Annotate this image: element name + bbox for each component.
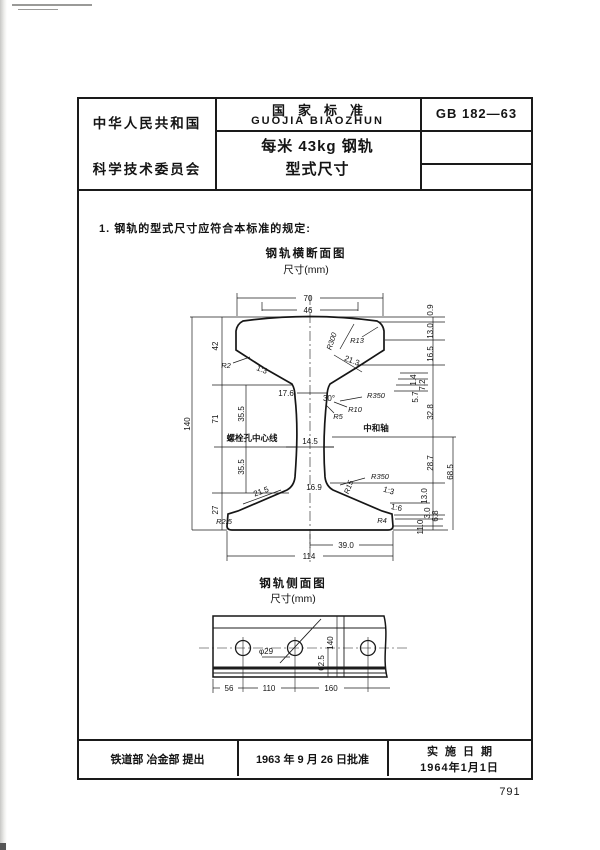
radius-label-r13: R13 xyxy=(350,336,365,345)
dim-label-7-2: 7.2 xyxy=(418,379,427,391)
cross-section-labels: 70 46 0.9 R300 R13 13.0 42 16.5 R2 1:3 2… xyxy=(183,294,455,561)
dim-label-27: 27 xyxy=(211,505,220,514)
side-view-labels: φ29 62.5 140 56 110 160 xyxy=(225,636,339,693)
footer-implementation-label: 实施日期 xyxy=(427,746,499,758)
dim-label-35-5-lower: 35.5 xyxy=(237,459,246,475)
header-divider xyxy=(420,163,531,165)
dim-label-39-0: 39.0 xyxy=(338,541,354,550)
radius-label-r4: R4 xyxy=(377,516,387,525)
standard-subject-line1: 每米 43kg 钢轨 xyxy=(261,138,374,155)
dim-label-70: 70 xyxy=(304,294,313,303)
scan-artifact-line xyxy=(18,9,58,10)
dim-label-13-0b: 13.0 xyxy=(420,488,429,504)
side-view-diagram: φ29 62.5 140 56 110 160 xyxy=(199,615,407,693)
standard-label-cn: 国家标准 xyxy=(271,103,376,118)
dim-label-140: 140 xyxy=(183,417,192,431)
clause-1-text: 1. 钢轨的型式尺寸应符合本标准的规定: xyxy=(99,223,311,235)
bolt-hole xyxy=(286,639,304,657)
header-divider xyxy=(215,97,217,190)
footer-implementation-date: 1964年1月1日 xyxy=(420,762,499,774)
dim-label-6-8: 6.8 xyxy=(431,510,440,522)
bolt-hole xyxy=(359,639,377,657)
dim-label-14-5: 14.5 xyxy=(302,437,318,446)
bolt-hole xyxy=(234,639,252,657)
dim-label-46: 46 xyxy=(304,306,313,315)
dim-label-13-0: 13.0 xyxy=(426,323,435,339)
slope-label-1-6: 1:6 xyxy=(390,502,403,513)
footer-top-border xyxy=(77,739,531,741)
slope-label-1-3-left: 1:3 xyxy=(255,363,269,376)
scan-artifact-line xyxy=(12,4,92,6)
dim-label-68-5: 68.5 xyxy=(446,464,455,480)
dim-label-71: 71 xyxy=(211,414,220,423)
side-view-lines xyxy=(199,616,407,693)
dim-label-16-9: 16.9 xyxy=(306,483,322,492)
dim-label-11-0: 11.0 xyxy=(416,519,425,535)
dim-label-5-7: 5.7 xyxy=(411,391,420,403)
standard-label-pinyin: GUOJIA BIAOZHUN xyxy=(251,115,384,127)
document-frame xyxy=(77,97,533,780)
dim-label-160: 160 xyxy=(324,684,338,693)
standard-code: GB 182—63 xyxy=(435,106,518,121)
rail-profile-outline xyxy=(226,315,394,531)
footer-divider xyxy=(237,739,239,776)
side-view-unit: 尺寸(mm) xyxy=(270,593,316,605)
neutral-axis-label: 中和轴 xyxy=(363,423,389,433)
standard-subject-line2: 型式尺寸 xyxy=(285,161,350,178)
cross-section-diagram: 70 46 0.9 R300 R13 13.0 42 16.5 R2 1:3 2… xyxy=(183,293,456,562)
footer-proposed-by: 铁道部 冶金部 提出 xyxy=(110,754,205,766)
header-divider xyxy=(215,130,531,132)
dim-label-28-7: 28.7 xyxy=(426,455,435,471)
page-number: 791 xyxy=(499,786,521,798)
footer-divider xyxy=(387,739,389,776)
radius-label-r10: R10 xyxy=(348,405,363,414)
radius-label-r350-lower: R350 xyxy=(371,472,390,481)
dim-label-16-5: 16.5 xyxy=(426,346,435,362)
dim-label-140-side: 140 xyxy=(326,636,335,650)
dim-label-17-6: 17.6 xyxy=(278,389,294,398)
side-view-title: 钢轨侧面图 xyxy=(259,578,327,590)
bolt-hole-centerline-label: 螺栓孔中心线 xyxy=(226,433,278,443)
cross-section-title: 钢轨横断面图 xyxy=(265,248,347,260)
org-name-line2: 科学技术委员会 xyxy=(92,162,202,177)
footer-approval-date: 1963 年 9 月 26 日批准 xyxy=(255,754,370,766)
radius-label-r350-upper: R350 xyxy=(367,391,386,400)
rail-side-outline xyxy=(212,615,388,678)
dim-label-3-0: 3.0 xyxy=(423,507,432,519)
dim-label-114: 114 xyxy=(303,552,316,561)
radius-label-r2-5: R2.5 xyxy=(216,517,233,526)
scan-artifact-mark xyxy=(0,843,6,850)
org-name-line1: 中华人民共和国 xyxy=(92,116,202,131)
dim-label-32-8: 32.8 xyxy=(426,404,435,420)
dim-label-42: 42 xyxy=(211,341,220,350)
radius-label-r2: R2 xyxy=(221,361,231,370)
dim-label-35-5-upper: 35.5 xyxy=(237,406,246,422)
dim-label-62-5: 62.5 xyxy=(317,655,326,671)
dim-label-56: 56 xyxy=(225,684,234,693)
slope-label-1-3-right: 1:3 xyxy=(382,485,396,497)
angle-label-30: 30° xyxy=(323,394,335,403)
dim-label-110: 110 xyxy=(263,684,276,693)
header-divider xyxy=(420,97,422,190)
dim-label-1-4: 1.4 xyxy=(409,374,418,386)
cross-section-unit: 尺寸(mm) xyxy=(283,264,329,276)
dim-label-dia29: φ29 xyxy=(259,647,274,656)
header-bottom-border xyxy=(77,189,531,191)
radius-label-r5: R5 xyxy=(333,412,343,421)
scan-edge-shadow xyxy=(0,0,7,850)
radius-label-r300: R300 xyxy=(325,331,339,352)
dim-label-0-9: 0.9 xyxy=(426,304,435,316)
dim-label-21-5: 21.5 xyxy=(252,485,270,499)
